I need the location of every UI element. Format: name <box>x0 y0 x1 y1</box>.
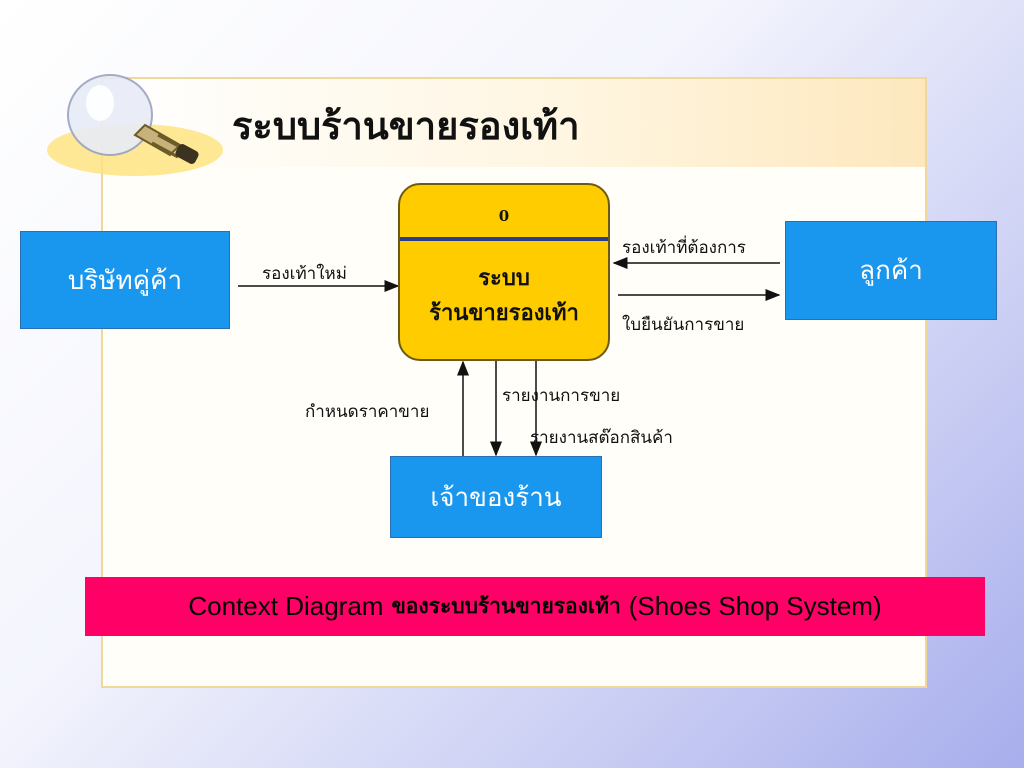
entity-customer: ลูกค้า <box>785 221 997 320</box>
process-name: ระบบ ร้านขายรองเท้า <box>400 261 608 331</box>
caption-thai: ของระบบร้านขายรองเท้า <box>391 593 621 618</box>
flow-label-new-shoes: รองเท้าใหม่ <box>262 264 347 284</box>
process-node: 0 ระบบ ร้านขายรองเท้า <box>398 183 610 361</box>
flow-label-wanted-shoes: รองเท้าที่ต้องการ <box>622 238 746 258</box>
caption-prefix: Context Diagram <box>188 591 384 621</box>
process-name-line2: ร้านขายรองเท้า <box>429 300 579 327</box>
lightbulb-icon <box>47 74 223 176</box>
process-name-line1: ระบบ <box>478 265 530 291</box>
caption-banner: Context Diagram ของระบบร้านขายรองเท้า (S… <box>85 577 985 636</box>
process-divider <box>400 237 608 241</box>
flow-label-stock-report: รายงานสต๊อกสินค้า <box>530 428 673 448</box>
flow-label-set-price: กำหนดราคาขาย <box>305 402 430 422</box>
process-id: 0 <box>498 207 510 225</box>
entity-owner: เจ้าของร้าน <box>390 456 602 538</box>
flow-label-sales-report: รายงานการขาย <box>502 386 621 406</box>
slide-title: ระบบร้านขายรองเท้า <box>232 103 580 148</box>
flow-label-sales-receipt: ใบยืนยันการขาย <box>622 315 745 335</box>
title-band <box>101 77 927 167</box>
caption-suffix: (Shoes Shop System) <box>628 591 882 621</box>
entity-supplier: บริษัทคู่ค้า <box>20 231 230 329</box>
